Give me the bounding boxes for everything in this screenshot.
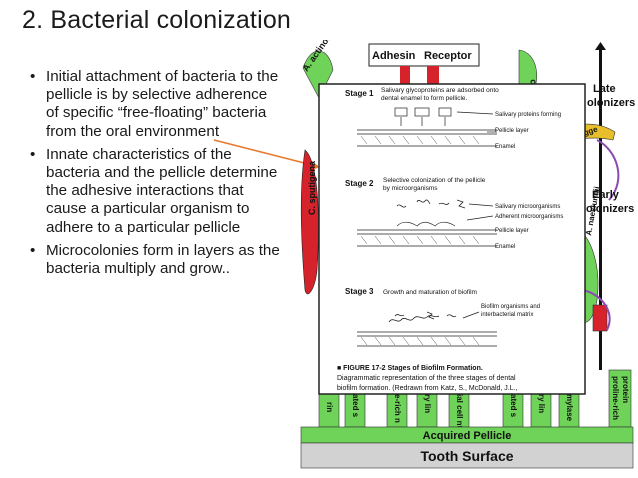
column-label: ial cell nt [455,394,464,429]
stage2-label: Adherent microorganisms [495,214,563,220]
adhesin-label: Adhesin [372,50,416,62]
bullet-item: Microcolonies form in layers as the bact… [30,242,282,278]
stage1-text: dental enamel to form pellicle. [381,95,468,102]
stage1-label: Enamel [495,144,515,150]
label-proline-rich-2: protein [621,376,630,403]
column-label: mylase [565,394,574,422]
stage2-label: Salivary microorganisms [495,204,560,210]
bullet-item: Innate characteristics of the bacteria a… [30,146,282,237]
column-label: ated s [509,394,518,418]
early-colonizers-2: olonizers [586,203,634,215]
column-label: ated s [351,394,360,418]
inset-caption-line: biofilm formation. (Redrawn from Katz, S… [337,385,518,392]
receptor-label: Receptor [424,50,472,62]
late-colonizers-1: Late [593,83,616,95]
stage2-text: by microorganisms [383,185,438,192]
column-label: e-rich n [393,394,402,423]
stage2-label: Enamel [495,244,515,250]
bullet-list: Initial attachment of bacteria to the pe… [30,68,282,283]
tooth-surface-label: Tooth Surface [420,448,513,464]
bullet-item: Initial attachment of bacteria to the pe… [30,68,282,141]
stage3-label: Biofilm organisms and [481,304,540,310]
column-label: rin [325,402,334,412]
inset-caption-title: ■ FIGURE 17-2 Stages of Biofilm Formatio… [337,365,483,372]
stages-inset: Stage 1 Salivary glycoproteins are adsor… [318,83,586,395]
early-colonizers-1: Early [592,189,620,201]
inset-caption-line: Diagrammatic representation of the three… [337,375,516,382]
label-c-sputigena: C. sputigena [307,160,317,215]
column-label: ry lin [423,394,432,413]
stage3-text: Growth and maturation of biofilm [383,289,477,296]
stage2-text: Selective colonization of the pellicle [383,177,486,184]
acquired-pellicle-label: Acquired Pellicle [423,430,512,442]
stage2-title: Stage 2 [345,179,374,188]
stage1-label: Pellicle layer [495,128,529,134]
late-colonizers-2: olonizers [587,97,635,109]
label-proline-rich-1: proline-rich [611,376,620,420]
stage3-title: Stage 3 [345,287,374,296]
stage1-label: Salivary proteins forming [495,112,561,118]
stage3-label: interbacterial matrix [481,312,533,318]
column-label: ry lin [537,394,546,413]
slide-title: 2. Bacterial colonization [22,6,292,34]
stage1-title: Stage 1 [345,89,374,98]
biofilm-figure: Adhesin Receptor A. actinom C. sputigena… [300,40,635,469]
stage1-text: Salivary glycoproteins are adsorbed onto [381,87,499,94]
stage2-label: Pellicle layer [495,228,529,234]
